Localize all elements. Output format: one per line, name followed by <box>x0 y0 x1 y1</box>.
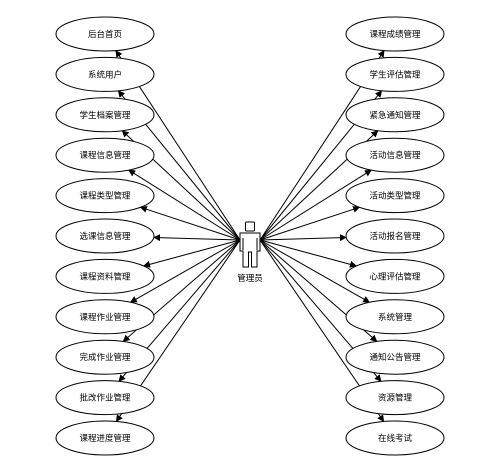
use-case-ellipse <box>345 299 445 335</box>
use-case-ellipse <box>345 16 445 52</box>
use-case-ellipse <box>55 420 155 456</box>
use-case-ellipse <box>55 299 155 335</box>
use-case-label: 后台首页 <box>88 29 122 40</box>
use-case-label: 完成作业管理 <box>79 352 131 363</box>
use-case-label: 系统用户 <box>88 69 122 80</box>
left-use-case-6: 选课信息管理 <box>55 218 155 254</box>
left-use-case-1: 后台首页 <box>55 16 155 52</box>
left-use-case-5: 课程类型管理 <box>55 178 155 214</box>
use-case-ellipse <box>345 380 445 416</box>
use-case-label: 活动报名管理 <box>369 231 421 242</box>
use-case-ellipse <box>55 258 155 294</box>
left-use-cases: 后台首页系统用户学生档案管理课程信息管理课程类型管理选课信息管理课程资料管理课程… <box>55 16 155 456</box>
use-case-label: 学生档案管理 <box>79 110 131 121</box>
right-association-8 <box>259 239 371 303</box>
use-case-ellipse <box>55 97 155 133</box>
left-association-8 <box>129 239 241 303</box>
right-association-4 <box>259 169 372 241</box>
use-case-ellipse <box>345 137 445 173</box>
use-case-label: 课程资料管理 <box>79 271 131 282</box>
right-use-case-2: 学生评估管理 <box>345 56 445 92</box>
right-use-case-4: 活动信息管理 <box>345 137 445 173</box>
use-case-ellipse <box>55 218 155 254</box>
right-association-5 <box>259 205 361 241</box>
use-case-ellipse <box>345 339 445 375</box>
use-case-label: 活动信息管理 <box>369 150 421 161</box>
use-case-label: 在线考试 <box>378 433 413 444</box>
right-use-case-1: 课程成绩管理 <box>345 16 445 52</box>
left-use-case-4: 课程信息管理 <box>55 137 155 173</box>
left-use-case-2: 系统用户 <box>55 56 155 92</box>
use-case-ellipse <box>55 178 155 214</box>
use-case-ellipse <box>345 97 445 133</box>
left-association-7 <box>143 239 241 268</box>
use-case-label: 学生评估管理 <box>369 69 421 80</box>
right-use-case-7: 心理评估管理 <box>345 258 445 294</box>
right-use-case-10: 资源管理 <box>345 380 445 416</box>
right-use-case-3: 紧急通知管理 <box>345 97 445 133</box>
use-case-ellipse <box>345 56 445 92</box>
use-case-label: 课程成绩管理 <box>369 29 421 40</box>
left-association-4 <box>128 169 241 241</box>
left-use-case-7: 课程资料管理 <box>55 258 155 294</box>
use-case-label: 课程类型管理 <box>79 191 131 202</box>
actor-head-icon <box>245 221 255 232</box>
use-case-label: 课程进度管理 <box>79 433 131 444</box>
use-case-ellipse <box>55 339 155 375</box>
use-case-label: 系统管理 <box>378 312 413 323</box>
use-case-label: 资源管理 <box>378 393 413 404</box>
right-use-case-11: 在线考试 <box>345 420 445 456</box>
actor-label: 管理员 <box>237 273 263 284</box>
right-use-case-9: 通知公告管理 <box>345 339 445 375</box>
use-case-ellipse <box>345 420 445 456</box>
use-case-label: 活动类型管理 <box>369 191 421 202</box>
use-case-label: 批改作业管理 <box>79 393 131 404</box>
left-use-case-11: 课程进度管理 <box>55 420 155 456</box>
left-use-case-9: 完成作业管理 <box>55 339 155 375</box>
use-case-label: 课程作业管理 <box>79 312 131 323</box>
actor-administrator: 管理员 <box>237 221 263 284</box>
use-case-label: 紧急通知管理 <box>369 110 421 121</box>
use-case-label: 选课信息管理 <box>79 231 131 242</box>
right-use-case-6: 活动报名管理 <box>345 218 445 254</box>
right-use-cases: 课程成绩管理学生评估管理紧急通知管理活动信息管理活动类型管理活动报名管理心理评估… <box>345 16 445 456</box>
use-case-ellipse <box>345 178 445 214</box>
right-association-6 <box>259 234 347 242</box>
use-case-label: 课程信息管理 <box>79 150 131 161</box>
right-association-7 <box>259 239 357 268</box>
use-case-label: 心理评估管理 <box>369 271 421 282</box>
right-use-case-5: 活动类型管理 <box>345 178 445 214</box>
use-case-ellipse <box>55 16 155 52</box>
left-use-case-3: 学生档案管理 <box>55 97 155 133</box>
use-case-ellipse <box>55 137 155 173</box>
actor-body-icon <box>239 232 261 268</box>
right-use-case-8: 系统管理 <box>345 299 445 335</box>
use-case-ellipse <box>345 218 445 254</box>
use-case-ellipse <box>55 56 155 92</box>
use-case-label: 通知公告管理 <box>369 352 421 363</box>
use-case-ellipse <box>55 380 155 416</box>
left-use-case-8: 课程作业管理 <box>55 299 155 335</box>
left-use-case-10: 批改作业管理 <box>55 380 155 416</box>
left-association-6 <box>153 234 241 242</box>
left-association-5 <box>139 205 241 241</box>
use-case-ellipse <box>345 258 445 294</box>
